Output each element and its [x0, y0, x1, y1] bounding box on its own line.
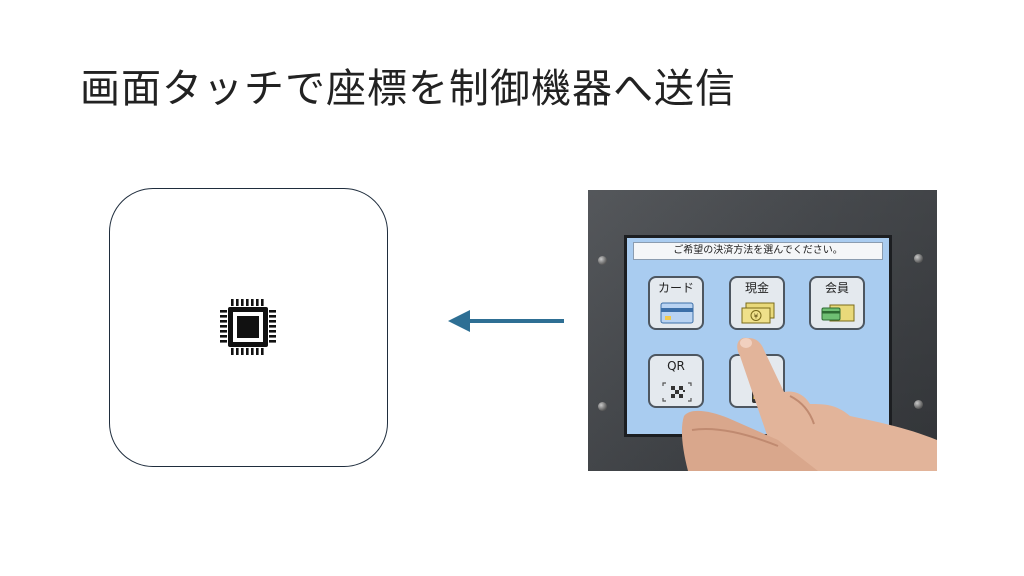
- pay-button-cash[interactable]: 現金 ¥: [729, 276, 785, 330]
- screw-icon: [598, 402, 607, 411]
- credit-card-icon: [660, 302, 694, 324]
- pay-button-label: カード: [657, 281, 694, 295]
- pay-button-label: QR: [667, 359, 685, 373]
- member-card-icon: [821, 304, 855, 322]
- arrow-left-icon: [448, 310, 564, 332]
- pay-button-label: 会員: [824, 281, 849, 295]
- pay-button-qr[interactable]: QR: [648, 354, 704, 408]
- screw-icon: [914, 400, 923, 409]
- pay-button-card[interactable]: カード: [648, 276, 704, 330]
- screw-icon: [598, 256, 607, 265]
- qr-code-icon: [662, 382, 692, 402]
- screw-icon: [914, 254, 923, 263]
- slide-title: 画面タッチで座標を制御機器へ送信: [80, 66, 736, 112]
- pay-button-member[interactable]: 会員: [809, 276, 865, 330]
- cash-icon: ¥: [741, 302, 775, 324]
- svg-text:¥: ¥: [754, 313, 759, 321]
- screen-prompt: ご希望の決済方法を選んでください。: [633, 242, 883, 260]
- hand-pointing: [681, 337, 937, 471]
- microchip-icon: [220, 299, 276, 355]
- kiosk-photo: ご希望の決済方法を選んでください。 カード 現金 ¥ 会員: [588, 190, 937, 471]
- controller-box: [109, 188, 388, 467]
- pay-button-label: 現金: [744, 281, 769, 295]
